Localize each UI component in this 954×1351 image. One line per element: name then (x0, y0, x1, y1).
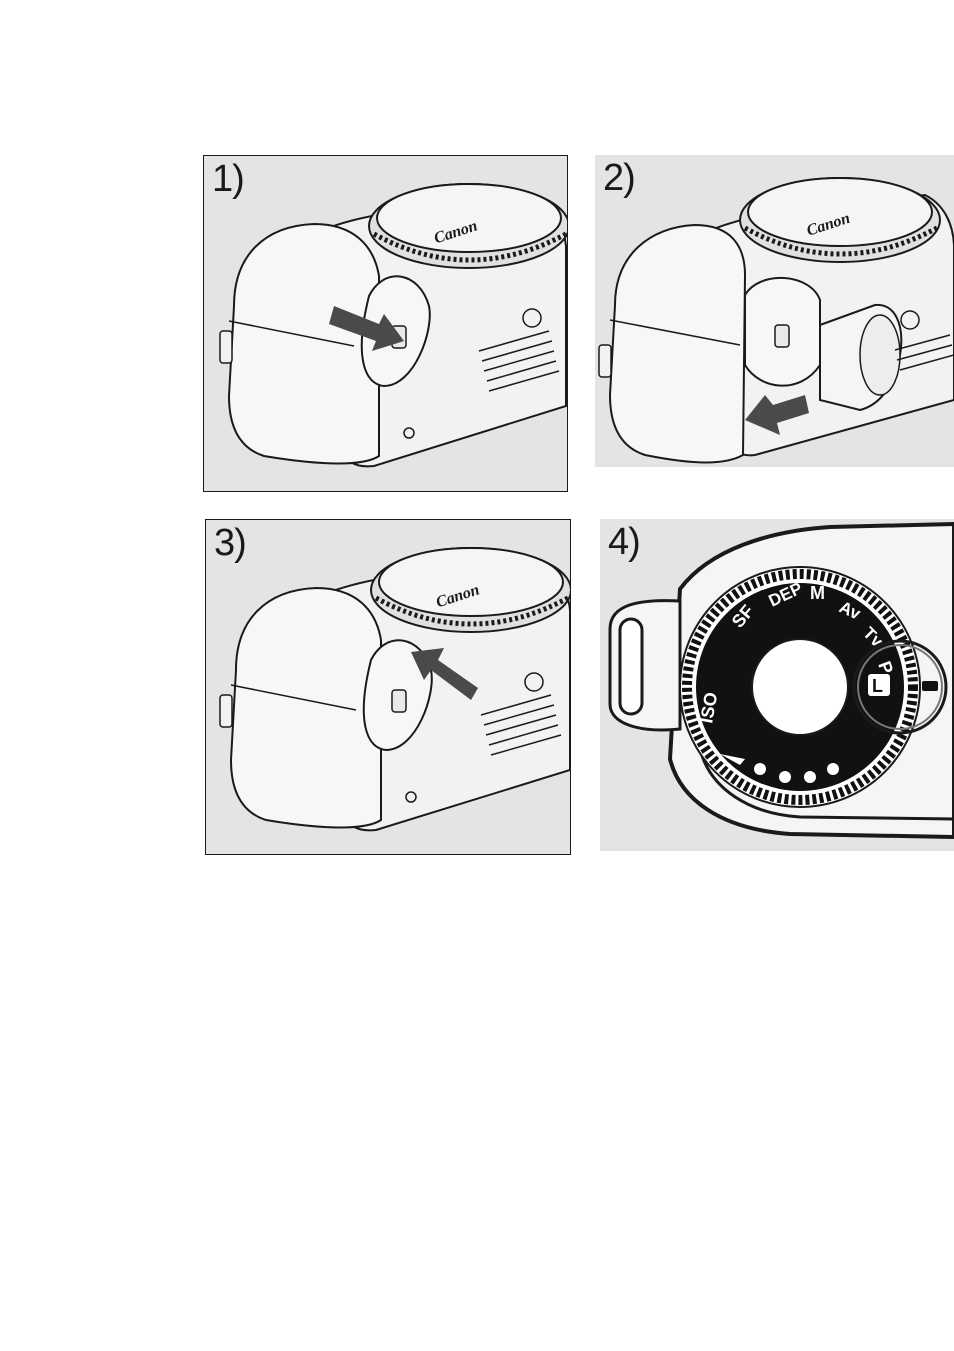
camera-illustration: Canon (204, 156, 568, 492)
step-number: 4) (608, 521, 640, 564)
instruction-panel-3: 3) Canon (205, 519, 571, 855)
index-mark (922, 681, 938, 691)
step-number: 3) (214, 522, 246, 565)
lens-cap: Canon (369, 184, 568, 268)
step-number: 1) (212, 158, 244, 201)
lens-cap: Canon (371, 548, 571, 632)
mode-m-label: M (810, 583, 825, 603)
mode-dial: ISO SF DEP M Av Tv P L (680, 567, 920, 807)
camera-illustration: Canon (206, 520, 571, 855)
mode-dial-illustration: ISO SF DEP M Av Tv P L (600, 519, 954, 851)
mode-l-label: L (872, 676, 883, 696)
lens-cap: Canon (740, 178, 940, 262)
step-number: 2) (603, 157, 635, 200)
instruction-panel-2: 2) Canon (595, 155, 954, 467)
camera-illustration: Canon (595, 155, 954, 467)
instruction-panel-1: 1) Canon (203, 155, 568, 492)
instruction-panel-4: 4) ISO SF DEP M Av Tv P L (600, 519, 954, 851)
